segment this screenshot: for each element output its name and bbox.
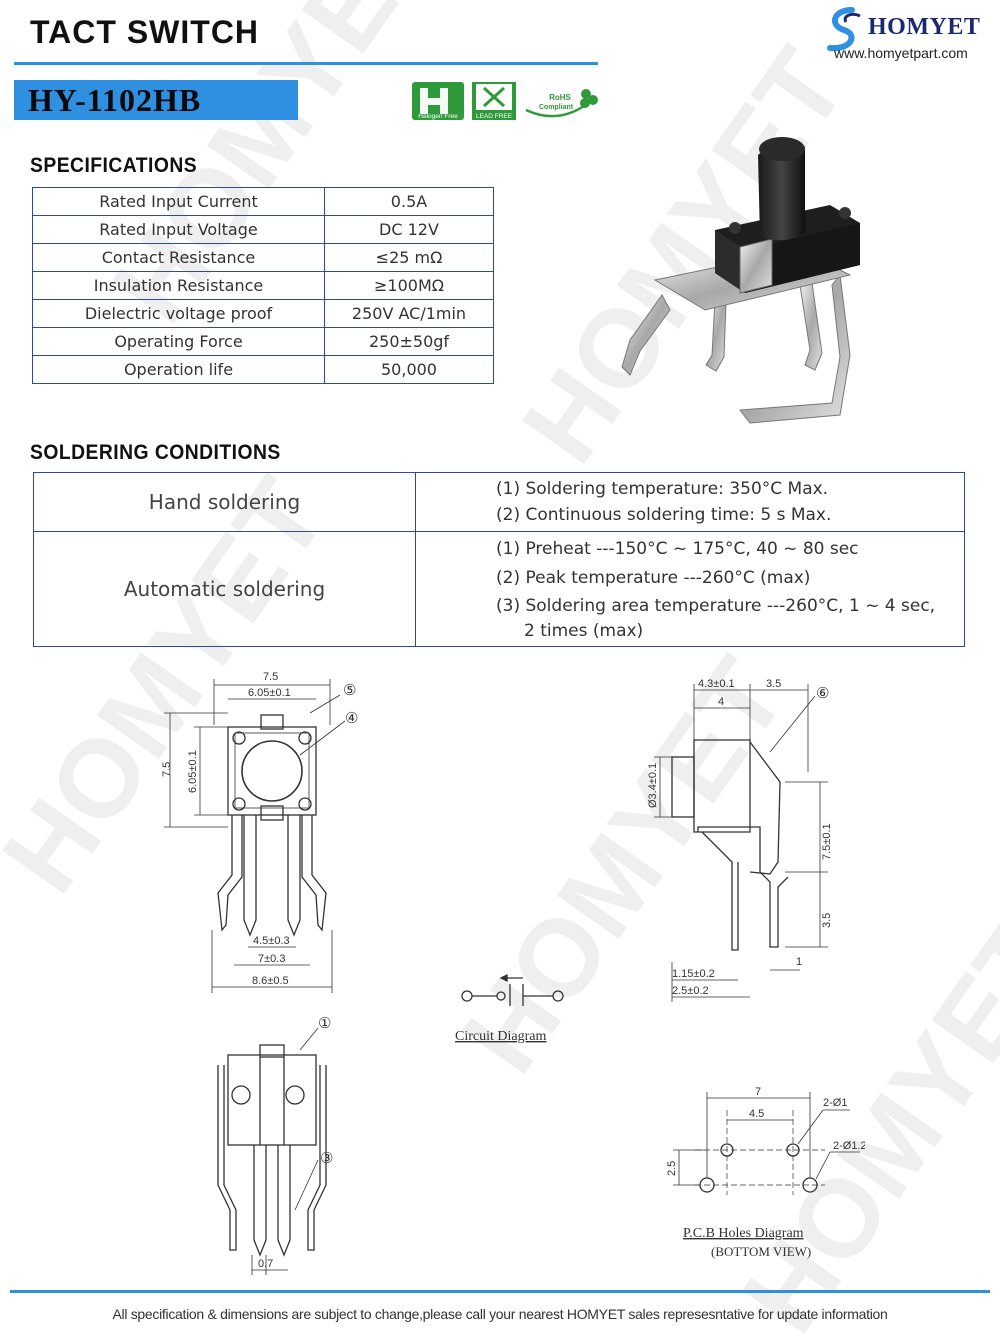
circuit-caption: Circuit Diagram: [455, 1029, 546, 1044]
spec-value: 0.5A: [324, 187, 494, 216]
pcb-caption: P.C.B Holes Diagram: [683, 1226, 804, 1241]
certification-logos: Halogen Free LEAD FREE RoHS Compliant: [412, 82, 598, 120]
rohs-compliant-icon: RoHS Compliant: [525, 89, 598, 118]
table-row: Contact Resistance≤25 mΩ: [32, 243, 494, 272]
spec-value: ≤25 mΩ: [324, 243, 494, 272]
table-row: Hand soldering (1) Soldering temperature…: [33, 472, 965, 532]
condition-line: (2) Peak temperature ---260°C (max): [496, 568, 811, 588]
halogen-free-icon: Halogen Free: [412, 82, 464, 120]
condition-line: (3) Soldering area temperature ---260°C,…: [496, 596, 936, 616]
svg-text:3.5: 3.5: [821, 913, 833, 928]
document-title: TACT SWITCH: [30, 14, 260, 50]
title-rule: [14, 62, 598, 65]
svg-text:Compliant: Compliant: [539, 104, 574, 111]
pcb-subcaption: (BOTTOM VIEW): [711, 1244, 811, 1259]
rear-view-drawing: ① ③ 0.7: [217, 1015, 333, 1275]
automatic-soldering-label: Automatic soldering: [33, 531, 416, 647]
spec-label: Operating Force: [32, 327, 325, 356]
soldering-heading: SOLDERING CONDITIONS: [30, 441, 281, 464]
spec-value: 250V AC/1min: [324, 299, 494, 328]
table-row: Automatic soldering (1) Preheat ---150°C…: [33, 531, 965, 647]
condition-line: (1) Soldering temperature: 350°C Max.: [496, 479, 829, 499]
spec-label: Contact Resistance: [32, 243, 325, 272]
svg-text:8.6±0.5: 8.6±0.5: [252, 975, 289, 987]
svg-text:2.5±0.2: 2.5±0.2: [672, 985, 709, 997]
svg-text:7±0.3: 7±0.3: [258, 953, 285, 965]
circuit-diagram: Circuit Diagram: [455, 973, 564, 1044]
svg-text:⑤: ⑤: [343, 682, 356, 699]
svg-text:Ø3.4±0.1: Ø3.4±0.1: [647, 763, 659, 808]
spec-label: Insulation Resistance: [32, 271, 325, 300]
svg-text:1.15±0.2: 1.15±0.2: [672, 968, 715, 980]
spec-label: Dielectric voltage proof: [32, 299, 325, 328]
spec-value: 50,000: [324, 355, 494, 384]
brand-website: www.homyetpart.com: [834, 45, 968, 61]
svg-text:4: 4: [718, 696, 724, 708]
soldering-table: Hand soldering (1) Soldering temperature…: [33, 472, 965, 647]
lead-free-icon: LEAD FREE: [472, 82, 516, 120]
svg-text:7: 7: [755, 1086, 761, 1098]
brand-logo-icon: [827, 7, 861, 52]
svg-text:2-Ø1.2: 2-Ø1.2: [833, 1140, 865, 1152]
svg-text:4.3±0.1: 4.3±0.1: [698, 678, 735, 690]
svg-text:3.5: 3.5: [766, 678, 781, 690]
footer-disclaimer: All specification & dimensions are subje…: [112, 1306, 888, 1322]
spec-value: DC 12V: [324, 215, 494, 244]
svg-text:6.05±0.1: 6.05±0.1: [248, 687, 291, 699]
svg-text:7.5: 7.5: [263, 671, 278, 683]
automatic-soldering-conditions: (1) Preheat ---150°C ~ 175°C, 40 ~ 80 se…: [415, 531, 965, 647]
svg-text:RoHS: RoHS: [549, 93, 571, 102]
svg-text:4.5: 4.5: [749, 1108, 764, 1120]
svg-text:1: 1: [796, 956, 802, 968]
svg-text:7.5: 7.5: [161, 762, 173, 777]
svg-text:7.5±0.1: 7.5±0.1: [821, 823, 833, 860]
specifications-heading: SPECIFICATIONS: [30, 154, 198, 177]
svg-text:4.5±0.3: 4.5±0.3: [253, 935, 290, 947]
brand-name: HOMYET: [868, 14, 981, 40]
svg-text:Halogen Free: Halogen Free: [418, 113, 458, 120]
spec-label: Rated Input Current: [32, 187, 325, 216]
svg-text:2-Ø1: 2-Ø1: [823, 1097, 847, 1109]
svg-text:⑥: ⑥: [816, 685, 829, 702]
condition-line: (1) Preheat ---150°C ~ 175°C, 40 ~ 80 se…: [496, 539, 859, 559]
product-photo: [621, 137, 860, 424]
svg-text:2.5: 2.5: [666, 1161, 678, 1176]
svg-text:④: ④: [345, 710, 358, 727]
side-view-drawing: 4.3±0.1 3.5 4 Ø3.4±0.1 7.5±0.1 3.5 1 1.1…: [647, 678, 833, 1002]
spec-label: Rated Input Voltage: [32, 215, 325, 244]
svg-text:6.05±0.1: 6.05±0.1: [187, 750, 199, 793]
model-number: HY-1102HB: [28, 82, 202, 118]
condition-line: (2) Continuous soldering time: 5 s Max.: [496, 505, 832, 525]
svg-text:LEAD FREE: LEAD FREE: [476, 113, 513, 120]
spec-value: ≥100MΩ: [324, 271, 494, 300]
hand-soldering-label: Hand soldering: [33, 472, 416, 532]
front-view-drawing: 7.5 6.05±0.1 7.5 6.05±0.1 4.5±0.3 7±0.3 …: [161, 671, 358, 993]
hand-soldering-conditions: (1) Soldering temperature: 350°C Max. (2…: [415, 472, 965, 532]
condition-line: 2 times (max): [524, 621, 644, 641]
table-row: Insulation Resistance≥100MΩ: [32, 271, 494, 300]
svg-text:0.7: 0.7: [258, 1258, 273, 1270]
model-badge: [14, 80, 298, 120]
footer-rule: [10, 1290, 990, 1293]
pcb-holes-diagram: 7 4.5 2-Ø1 2-Ø1.2 2.5 P.C.B Holes Diagra…: [666, 1086, 865, 1259]
spec-label: Operation life: [32, 355, 325, 384]
svg-text:③: ③: [320, 1150, 333, 1167]
spec-value: 250±50gf: [324, 327, 494, 356]
svg-text:①: ①: [318, 1015, 331, 1032]
